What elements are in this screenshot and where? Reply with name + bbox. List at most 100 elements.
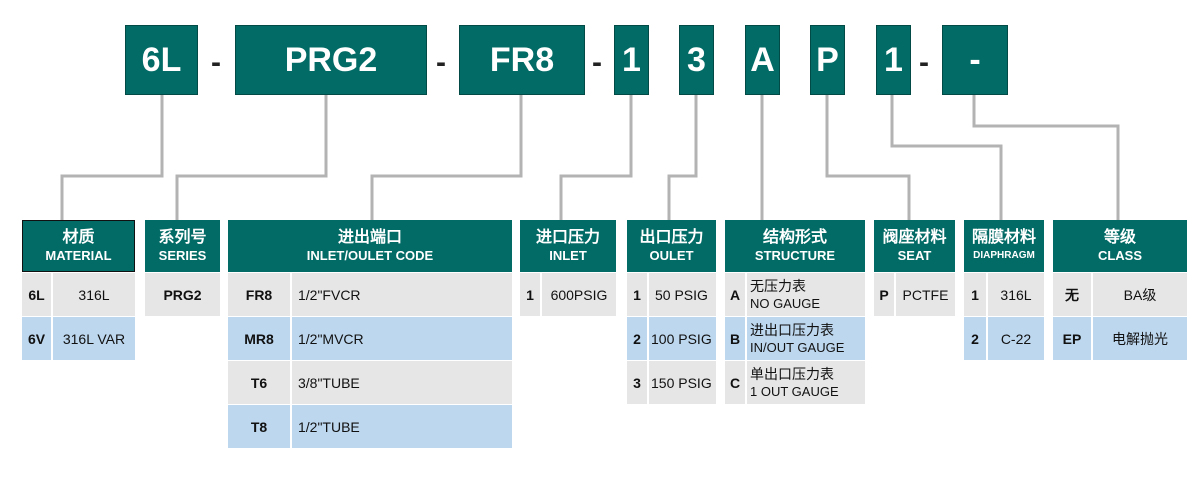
row-key: 1 [520, 273, 540, 316]
table-outlet: 出口压力 OULET 1 50 PSIG 2 100 PSIG 3 150 PS… [627, 220, 716, 404]
table-inlet: 进口压力 INLET 1 600PSIG [520, 220, 616, 316]
header-en: SERIES [158, 248, 207, 263]
table-diaphragm: 隔膜材料 DIAPHRAGM 1 316L 2 C-22 [964, 220, 1044, 360]
row-key: T6 [228, 361, 290, 404]
table-row: 2 C-22 [964, 317, 1044, 360]
row-key: B [725, 317, 745, 360]
table-row: MR8 1/2"MVCR [228, 317, 512, 360]
table-header: 结构形式 STRUCTURE [725, 220, 865, 272]
row-key: MR8 [228, 317, 290, 360]
row-key: 2 [627, 317, 647, 360]
table-class: 等级 CLASS 无 BA级 EP 电解抛光 [1053, 220, 1187, 360]
separator-dash: - [919, 46, 929, 79]
row-key: P [874, 273, 894, 316]
table-row: 6V 316L VAR [22, 317, 219, 360]
header-en: MATERIAL [45, 248, 112, 263]
header-cn: 隔膜材料 [971, 229, 1036, 246]
code-box-diaphragm: 1 [876, 25, 911, 95]
row-value: 电解抛光 [1093, 317, 1187, 360]
table-row: 1 316L [964, 273, 1044, 316]
row-key: PRG2 [145, 273, 220, 316]
table-row: 6L 316L [22, 273, 219, 316]
row-key: EP [1053, 317, 1091, 360]
code-box-outlet: 3 [679, 25, 714, 95]
header-cn: 系列号 [158, 229, 207, 246]
row-value: 1/2"TUBE [292, 405, 512, 448]
table-structure: 结构形式 STRUCTURE A 无压力表 NO GAUGE B 进出口压力表 … [725, 220, 865, 404]
table-row: FR8 1/2"FVCR [228, 273, 512, 316]
row-value: 316L VAR [53, 317, 135, 360]
header-en: DIAPHRAGM [973, 250, 1035, 261]
row-value: 50 PSIG [649, 273, 716, 316]
header-cn: 材质 [62, 229, 95, 246]
header-cn: 结构形式 [762, 229, 827, 246]
table-header: 系列号 SERIES [145, 220, 220, 272]
separator-dash: - [592, 46, 602, 79]
code-box-material: 6L [125, 25, 198, 95]
table-row: B 进出口压力表 IN/OUT GAUGE [725, 317, 865, 360]
header-en: INLET/OULET CODE [306, 248, 434, 263]
row-value: 进出口压力表 IN/OUT GAUGE [747, 317, 865, 360]
table-row: T6 3/8"TUBE [228, 361, 512, 404]
table-header: 材质 MATERIAL [22, 220, 135, 272]
table-header: 阀座材料 SEAT [874, 220, 955, 272]
table-header: 进口压力 INLET [520, 220, 616, 272]
header-cn: 阀座材料 [882, 229, 947, 246]
row-value: C-22 [988, 317, 1044, 360]
row-value: 1/2"MVCR [292, 317, 512, 360]
table-row: EP 电解抛光 [1053, 317, 1187, 360]
code-box-structure: A [745, 25, 780, 95]
table-header: 隔膜材料 DIAPHRAGM [964, 220, 1044, 272]
row-key: 3 [627, 361, 647, 404]
table-row: 2 100 PSIG [627, 317, 716, 360]
header-cn: 进口压力 [535, 229, 600, 246]
code-box-series: PRG2 [235, 25, 427, 95]
value-en: NO GAUGE [750, 295, 821, 311]
row-key: 无 [1053, 273, 1091, 316]
table-material: 材质 MATERIAL 6L 316L 6V 316L VAR [22, 220, 219, 360]
table-row: 无 BA级 [1053, 273, 1187, 316]
separator-dash: - [211, 46, 221, 79]
table-series: 系列号 SERIES PRG2 [145, 220, 220, 316]
value-en: 1 OUT GAUGE [750, 383, 839, 399]
table-row: 3 150 PSIG [627, 361, 716, 404]
row-value: PCTFE [896, 273, 955, 316]
table-row: 1 600PSIG [520, 273, 616, 316]
row-value: 无压力表 NO GAUGE [747, 273, 865, 316]
header-cn: 出口压力 [639, 229, 704, 246]
separator-dash: - [436, 46, 446, 79]
row-key: 6L [22, 273, 51, 316]
row-key: 1 [627, 273, 647, 316]
table-row: 1 50 PSIG [627, 273, 716, 316]
row-key: C [725, 361, 745, 404]
code-box-inlet-code: FR8 [459, 25, 585, 95]
value-cn: 进出口压力表 [750, 321, 834, 338]
code-box-inlet: 1 [614, 25, 649, 95]
row-value: 150 PSIG [649, 361, 716, 404]
row-value: 100 PSIG [649, 317, 716, 360]
row-key: 2 [964, 317, 986, 360]
table-row: PRG2 [145, 273, 220, 316]
row-key: 6V [22, 317, 51, 360]
table-seat: 阀座材料 SEAT P PCTFE [874, 220, 955, 316]
code-box-class: - [942, 25, 1008, 95]
row-key: T8 [228, 405, 290, 448]
table-row: A 无压力表 NO GAUGE [725, 273, 865, 316]
value-en: IN/OUT GAUGE [750, 339, 845, 355]
row-value: 316L [53, 273, 135, 316]
row-key: A [725, 273, 745, 316]
table-header: 等级 CLASS [1053, 220, 1187, 272]
table-inlet-code: 进出端口 INLET/OULET CODE FR8 1/2"FVCR MR8 1… [228, 220, 512, 448]
code-box-seat: P [810, 25, 845, 95]
row-value: 单出口压力表 1 OUT GAUGE [747, 361, 865, 404]
row-value: 600PSIG [542, 273, 616, 316]
value-cn: 单出口压力表 [750, 365, 834, 382]
header-en: STRUCTURE [754, 248, 836, 263]
value-cn: 无压力表 [750, 277, 806, 294]
header-en: CLASS [1097, 248, 1143, 263]
table-row: C 单出口压力表 1 OUT GAUGE [725, 361, 865, 404]
header-cn: 等级 [1103, 229, 1136, 246]
row-value: 316L [988, 273, 1044, 316]
table-row: T8 1/2"TUBE [228, 405, 512, 448]
